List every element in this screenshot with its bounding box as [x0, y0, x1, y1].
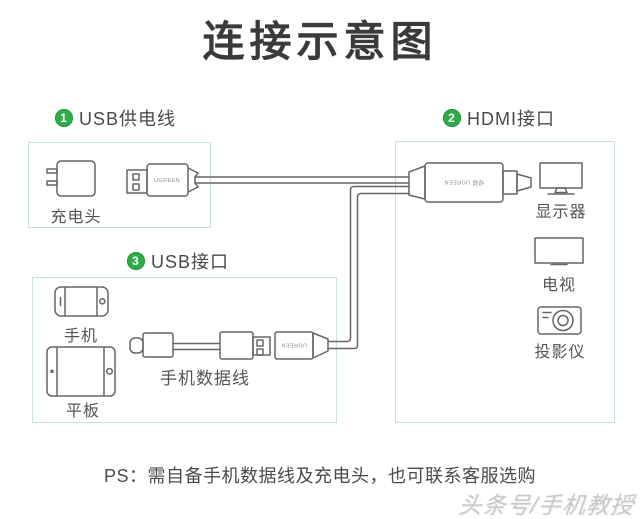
projector-label: 投影仪	[534, 344, 586, 361]
usb-power-box	[28, 142, 211, 228]
section-usb-power-text: USB供电线	[79, 109, 177, 129]
watermark: 头条号/手机教授	[457, 492, 636, 518]
section-usb-port-text: USB接口	[151, 252, 230, 272]
section-hdmi-text: HDMI接口	[467, 109, 555, 129]
tablet-label: 平板	[65, 403, 100, 420]
power-cable	[194, 176, 410, 184]
section-hdmi-label: 2 HDMI接口	[443, 105, 555, 131]
badge-2: 2	[443, 109, 461, 127]
section-usb-port-label: 3 USB接口	[127, 248, 229, 274]
page-title: 连接示意图	[202, 18, 438, 65]
phone-label: 手机	[63, 328, 98, 345]
section-usb-power-label: 1 USB供电线	[55, 105, 176, 131]
monitor-label: 显示器	[535, 204, 587, 221]
badge-1: 1	[55, 109, 73, 127]
phone-data-cable-label: 手机数据线	[160, 369, 250, 388]
charger-label: 充电头	[50, 209, 102, 226]
tv-label: 电视	[541, 277, 576, 294]
usb-port-box	[32, 277, 337, 423]
badge-3: 3	[127, 252, 145, 270]
ps-note: PS：需自备手机数据线及充电头，也可联系客服选购	[103, 466, 536, 486]
